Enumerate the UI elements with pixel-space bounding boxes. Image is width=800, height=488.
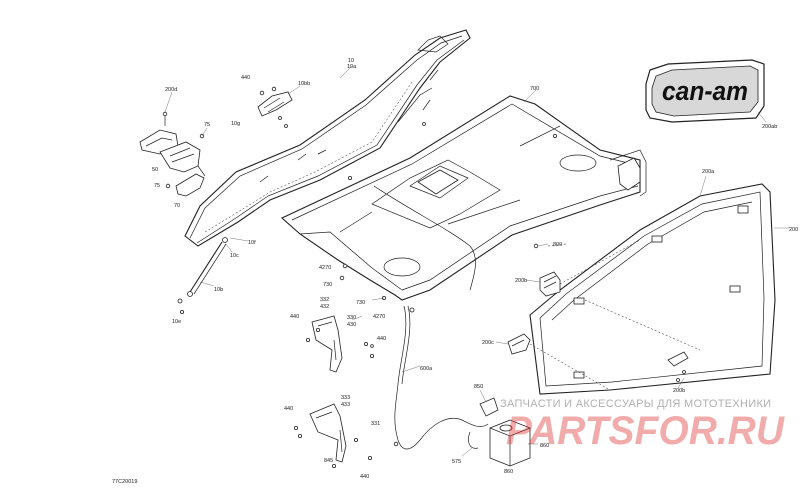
callout-10: 10 [348,58,354,64]
hood-panel-700 [281,95,647,301]
callout-10f: 10f [248,240,256,246]
callout-575: 575 [452,459,461,465]
callout-440b: 440 [290,314,299,320]
callout-10a: 10a [347,64,357,70]
callout-331: 331 [371,421,380,427]
latch-assembly-50-70 [139,111,206,197]
callout-10g: 10g [231,121,240,127]
callout-200d: 200d [165,87,177,93]
callout-200b1: 200b [515,278,527,284]
brand-logo-text: can-am [662,76,748,106]
fasteners [179,243,539,348]
callout-labels: 200d 75 50 75 70 440 10 10a 10bb 10g 700… [152,58,798,480]
callout-433: 433 [341,402,350,408]
callout-850: 850 [474,384,483,390]
callout-730b: 730 [356,300,365,306]
callout-200c: 200c [482,340,494,346]
callout-200b2: 200b [673,388,685,394]
callout-332: 332 [320,297,329,303]
callout-200a: 200a [702,169,715,175]
callout-75a: 75 [204,122,210,128]
gas-strut-10b [177,237,228,304]
leader-lines [164,65,790,457]
callout-430: 430 [347,322,356,328]
cable-600a [393,305,489,450]
callout-800: 800 [553,242,562,248]
can-am-logo-plate: can-am [645,59,765,123]
diagram-code: 77C20019 [112,479,137,485]
callout-860b: 860 [504,469,513,475]
watermark-logo: PARTSFOR.RU [506,409,785,453]
latch-200c [507,333,531,355]
callout-10bb: 10bb [298,81,310,87]
callout-200: 200 [789,227,798,233]
hinge-200b-lower [667,351,689,382]
reservoir-850-860 [468,397,531,467]
callout-4270a: 4270 [319,265,331,271]
callout-600a: 600a [420,366,433,372]
callout-432: 432 [320,304,329,310]
callout-333: 333 [341,395,350,401]
callout-70: 70 [174,203,180,209]
callout-10c: 10c [230,253,239,259]
callout-700: 700 [530,86,539,92]
side-panel-200 [529,183,776,395]
callout-440e: 440 [360,474,369,480]
windshield-frame-part-10 [184,29,471,247]
latch-200b-upper [539,271,561,297]
callout-10b: 10b [214,287,223,293]
callout-330: 330 [347,315,356,321]
callout-440c: 440 [377,336,386,342]
bracket-332-432 [305,315,374,373]
callout-4270b: 4270 [373,314,385,320]
callout-200ab: 200ab [762,124,777,130]
callout-440d: 440 [284,406,293,412]
callout-75b: 75 [154,183,160,189]
callout-730a: 730 [323,282,332,288]
hinge-bracket-10bb [257,86,293,128]
reference-lines [529,239,701,391]
callout-50: 50 [152,167,158,173]
callout-440a: 440 [241,75,250,81]
callout-10e: 10e [172,319,181,325]
callout-860: 860 [540,443,549,449]
watermark: ЗАПЧАСТИ И АКСЕССУАРЫ ДЛЯ МОТОТЕХНИКИ PA… [500,398,785,453]
watermark-caption: ЗАПЧАСТИ И АКСЕССУАРЫ ДЛЯ МОТОТЕХНИКИ [500,398,771,410]
bracket-333-433 [293,403,372,468]
callout-845: 845 [324,458,333,464]
